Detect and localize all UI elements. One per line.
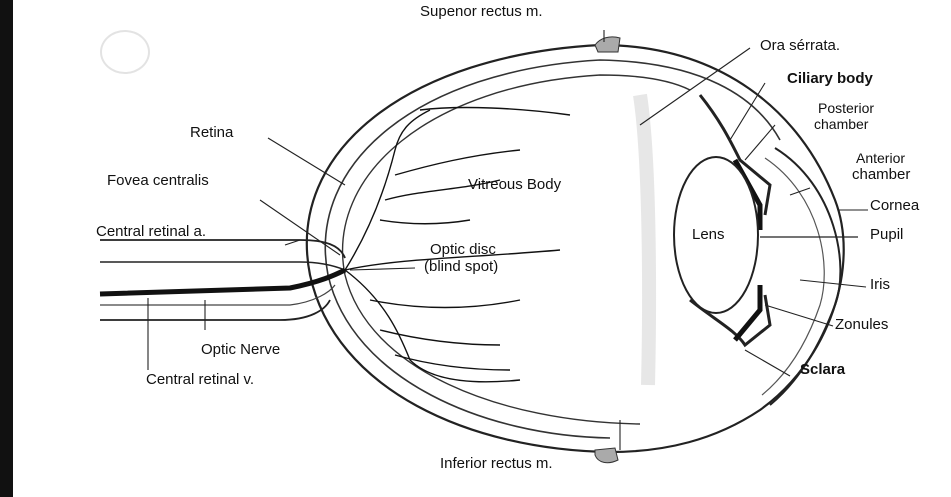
label-sclera: Sclara (800, 362, 845, 378)
label-pupil: Pupil (870, 227, 903, 243)
label-ciliary-body: Ciliary body (787, 71, 873, 87)
superior-rectus-muscle (595, 37, 620, 52)
label-iris: Iris (870, 277, 890, 293)
label-superior-rectus: Supenor rectus m. (420, 4, 543, 20)
label-optic-disc-line2: (blind spot) (424, 259, 498, 275)
optic-nerve-outer-bottom (100, 300, 330, 320)
label-central-retinal-vein: Central retinal v. (146, 372, 254, 388)
label-anterior-chamber-line2: chamber (852, 167, 910, 183)
label-zonules: Zonules (835, 317, 888, 333)
label-retina: Retina (190, 125, 233, 141)
inferior-rectus-muscle (595, 448, 618, 463)
label-cornea: Cornea (870, 198, 919, 214)
label-inferior-rectus: Inferior rectus m. (440, 456, 553, 472)
ora-serrata-band (640, 95, 649, 385)
sclera-outline (307, 45, 844, 452)
label-central-retinal-artery: Central retinal a. (96, 224, 206, 240)
optic-nerve-vessel (100, 270, 345, 294)
label-optic-nerve: Optic Nerve (201, 342, 280, 358)
label-lens: Lens (692, 227, 725, 243)
label-posterior-chamber-line2: chamber (814, 117, 868, 132)
label-optic-disc-line1: Optic disc (430, 242, 496, 258)
label-vitreous-body: Vitreous Body (468, 177, 561, 193)
label-posterior-chamber-line1: Posterior (818, 101, 874, 116)
label-ora-serrata: Ora sérrata. (760, 38, 840, 54)
label-fovea-centralis: Fovea centralis (107, 173, 209, 189)
label-anterior-chamber-line1: Anterior (856, 151, 905, 166)
